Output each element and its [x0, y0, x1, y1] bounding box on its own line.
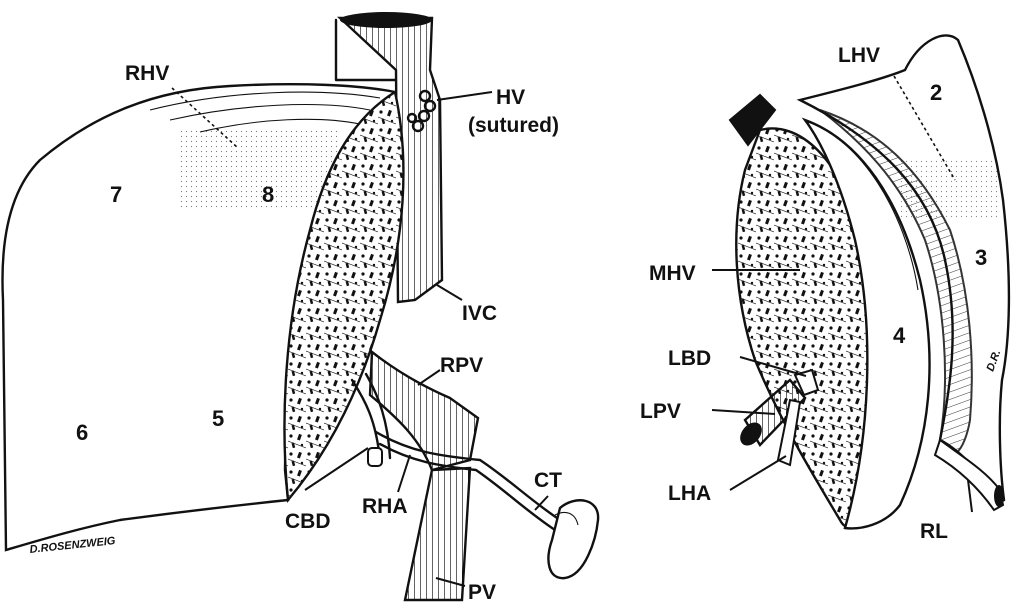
label-pv: PV [468, 581, 496, 604]
label-rl: RL [920, 520, 948, 543]
label-cbd: CBD [285, 510, 331, 533]
left-liver-view: 7 8 6 5 RHV HV (sutured) IVC RPV CBD RHA… [2, 12, 598, 604]
right-liver-view: 2 3 4 LHV MHV LBD LPV LHA RL D.R. [640, 35, 1009, 543]
segment-2: 2 [930, 80, 942, 105]
segment-5: 5 [212, 406, 224, 431]
label-lhv: LHV [838, 44, 880, 67]
segment-8: 8 [262, 182, 274, 207]
segment-4: 4 [893, 323, 906, 348]
label-lbd: LBD [668, 347, 711, 370]
label-hv-sutured: (sutured) [468, 114, 559, 137]
segment-3: 3 [975, 245, 987, 270]
segment-7: 7 [110, 182, 122, 207]
label-rha: RHA [362, 495, 408, 518]
label-lpv: LPV [640, 400, 681, 423]
label-hv: HV [496, 86, 525, 109]
label-rpv: RPV [440, 354, 483, 377]
label-rhv: RHV [125, 62, 169, 85]
label-lha: LHA [668, 482, 711, 505]
label-ivc: IVC [462, 302, 497, 325]
segment-6: 6 [76, 420, 88, 445]
label-ct: CT [534, 469, 562, 492]
label-mhv: MHV [649, 262, 696, 285]
